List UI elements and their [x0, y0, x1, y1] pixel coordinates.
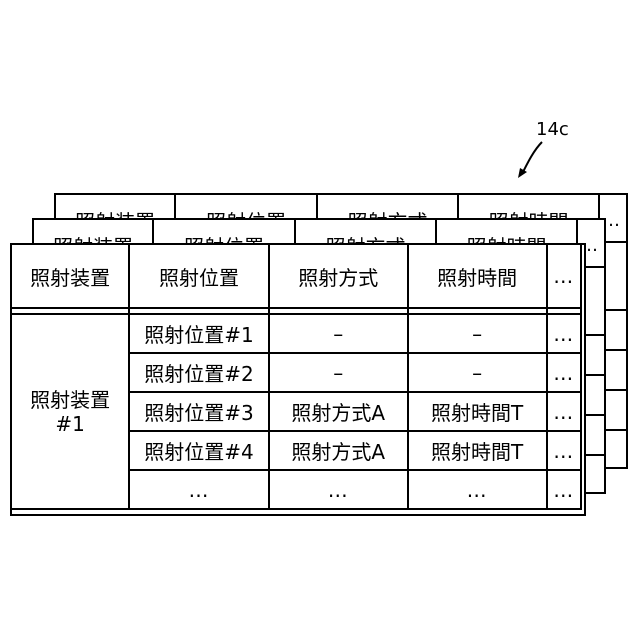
table-sheet-front: 照射装置 照射位置 照射方式 照射時間 … 照射装置#1 照射位置#1 – – … — [10, 243, 586, 516]
row-more: … — [547, 353, 581, 392]
header-time: 照射時間 — [408, 244, 547, 308]
table-row: 照射装置#1 照射位置#1 – – … — [11, 314, 581, 353]
reference-leader-line — [512, 138, 552, 180]
header-device: 照射装置 — [11, 244, 129, 308]
table-header-row: 照射装置 照射位置 照射方式 照射時間 … — [11, 244, 581, 308]
device-cell: 照射装置#1 — [11, 314, 129, 509]
row-more: … — [547, 314, 581, 353]
row-method: – — [269, 314, 408, 353]
row-method: 照射方式A — [269, 431, 408, 470]
row-position: … — [129, 470, 269, 509]
row-more: … — [547, 392, 581, 431]
row-more: … — [547, 431, 581, 470]
row-time: 照射時間T — [408, 392, 547, 431]
irradiation-table: 照射装置 照射位置 照射方式 照射時間 … 照射装置#1 照射位置#1 – – … — [10, 243, 582, 510]
row-position: 照射位置#1 — [129, 314, 269, 353]
header-position: 照射位置 — [129, 244, 269, 308]
row-position: 照射位置#2 — [129, 353, 269, 392]
row-more: … — [547, 470, 581, 509]
row-method: – — [269, 353, 408, 392]
row-position: 照射位置#4 — [129, 431, 269, 470]
reference-label: 14c — [536, 120, 569, 140]
row-time: 照射時間T — [408, 431, 547, 470]
row-method: 照射方式A — [269, 392, 408, 431]
row-time: … — [408, 470, 547, 509]
row-position: 照射位置#3 — [129, 392, 269, 431]
header-method: 照射方式 — [269, 244, 408, 308]
device-label: 照射装置#1 — [30, 388, 110, 436]
header-more: … — [547, 244, 581, 308]
row-time: – — [408, 353, 547, 392]
row-time: – — [408, 314, 547, 353]
row-method: … — [269, 470, 408, 509]
